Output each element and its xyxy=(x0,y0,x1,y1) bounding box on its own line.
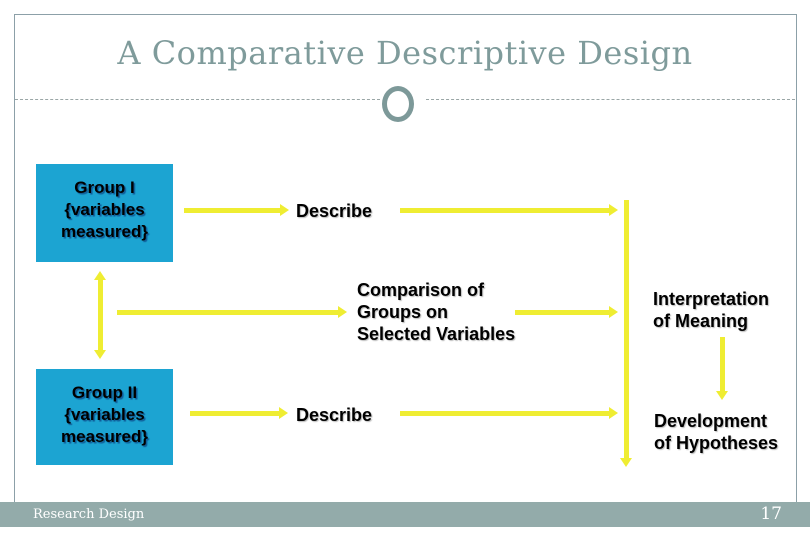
title-separator-right xyxy=(426,99,795,100)
arrow-describe-top-to-collector xyxy=(400,204,618,216)
arrowhead-right-icon xyxy=(609,407,618,419)
separator-ring-ornament-icon xyxy=(382,86,414,122)
arrowhead-down-icon xyxy=(94,350,106,359)
describe-bottom-label: Describe xyxy=(296,405,373,425)
interpretation-label: Interpretation of Meaning xyxy=(653,289,770,331)
group2-box: Group II {variables measured} xyxy=(36,369,173,465)
page-title: A Comparative Descriptive Design xyxy=(117,34,693,72)
footer-title: Research Design xyxy=(33,507,145,522)
arrow-group2-to-describe xyxy=(190,407,288,419)
describe-top-label: Describe xyxy=(296,201,373,221)
group1-box: Group I {variables measured} xyxy=(36,164,173,262)
arrowhead-right-icon xyxy=(609,306,618,318)
arrow-comparison-to-collector xyxy=(515,306,618,318)
page-number: 17 xyxy=(760,504,782,524)
arrow-groups-to-comparison xyxy=(117,306,347,318)
arrowhead-down-icon xyxy=(716,391,728,400)
arrow-group1-to-describe xyxy=(184,204,289,216)
development-label: Development of Hypotheses xyxy=(654,411,779,453)
arrow-describe-bottom-to-collector xyxy=(400,407,618,419)
arrowhead-right-icon xyxy=(280,204,289,216)
arrowhead-down-icon xyxy=(620,458,632,467)
collector-line-arrow-down xyxy=(620,200,632,467)
comparison-label: Comparison of Groups on Selected Variabl… xyxy=(357,280,516,344)
arrow-between-groups xyxy=(94,271,106,359)
arrow-interpretation-to-development xyxy=(716,337,728,400)
arrowhead-right-icon xyxy=(279,407,288,419)
arrowhead-right-icon xyxy=(609,204,618,216)
arrowhead-right-icon xyxy=(338,306,347,318)
footer-bar: Research Design 17 xyxy=(0,502,810,527)
arrowhead-up-icon xyxy=(94,271,106,280)
title-separator-left xyxy=(15,99,380,100)
